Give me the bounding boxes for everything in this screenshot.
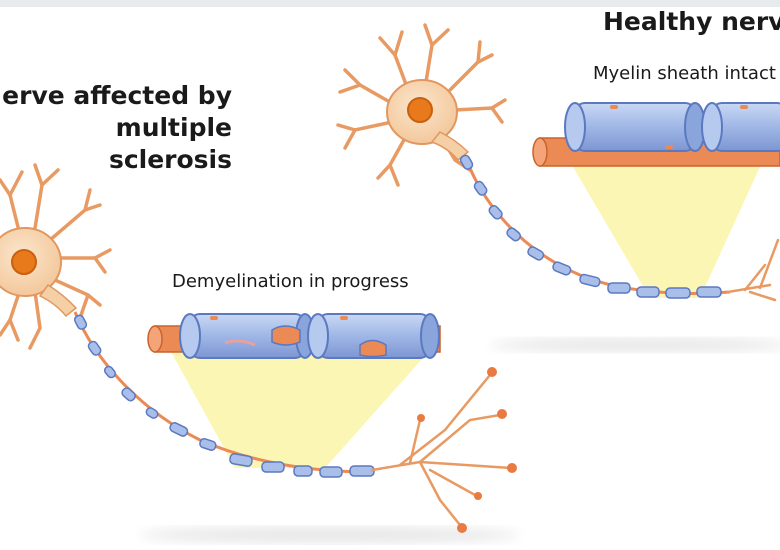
healthy-axon-terminal xyxy=(726,238,780,302)
shadow-right xyxy=(490,338,780,352)
healthy-myelin-segments xyxy=(459,154,722,299)
ms-axon-terminal xyxy=(370,373,512,527)
ms-title-line-2: multiple xyxy=(115,113,232,142)
ms-magnified-axon xyxy=(147,313,441,359)
healthy-nucleus xyxy=(407,97,433,123)
ms-magnify-cone xyxy=(170,350,430,468)
healthy-axon-hillock xyxy=(430,131,470,162)
healthy-nerve-title: Healthy nerve xyxy=(603,7,780,36)
ms-terminal-buttons xyxy=(417,367,517,533)
ms-neuron xyxy=(0,163,517,533)
ms-nucleus xyxy=(11,249,37,275)
ms-myelin-segments xyxy=(73,314,375,478)
healthy-dendrites xyxy=(336,23,507,187)
ms-title-line-3: sclerosis xyxy=(108,145,232,174)
demyelination-label: Demyelination in progress xyxy=(172,271,409,292)
myelin-intact-label: Myelin sheath intact xyxy=(593,63,776,84)
ms-axon-hillock xyxy=(38,283,78,318)
healthy-magnified-axon xyxy=(532,102,780,167)
ms-axon-core xyxy=(73,311,371,474)
ms-dendrites xyxy=(0,163,112,350)
healthy-neuron xyxy=(336,23,780,302)
top-bar xyxy=(0,0,780,7)
ms-title-line-1: Nerve affected by xyxy=(0,81,232,110)
shadow-left xyxy=(140,527,520,543)
ms-nerve-title: Nerve affected by multiple sclerosis xyxy=(0,80,232,176)
healthy-magnify-cone xyxy=(560,145,770,298)
